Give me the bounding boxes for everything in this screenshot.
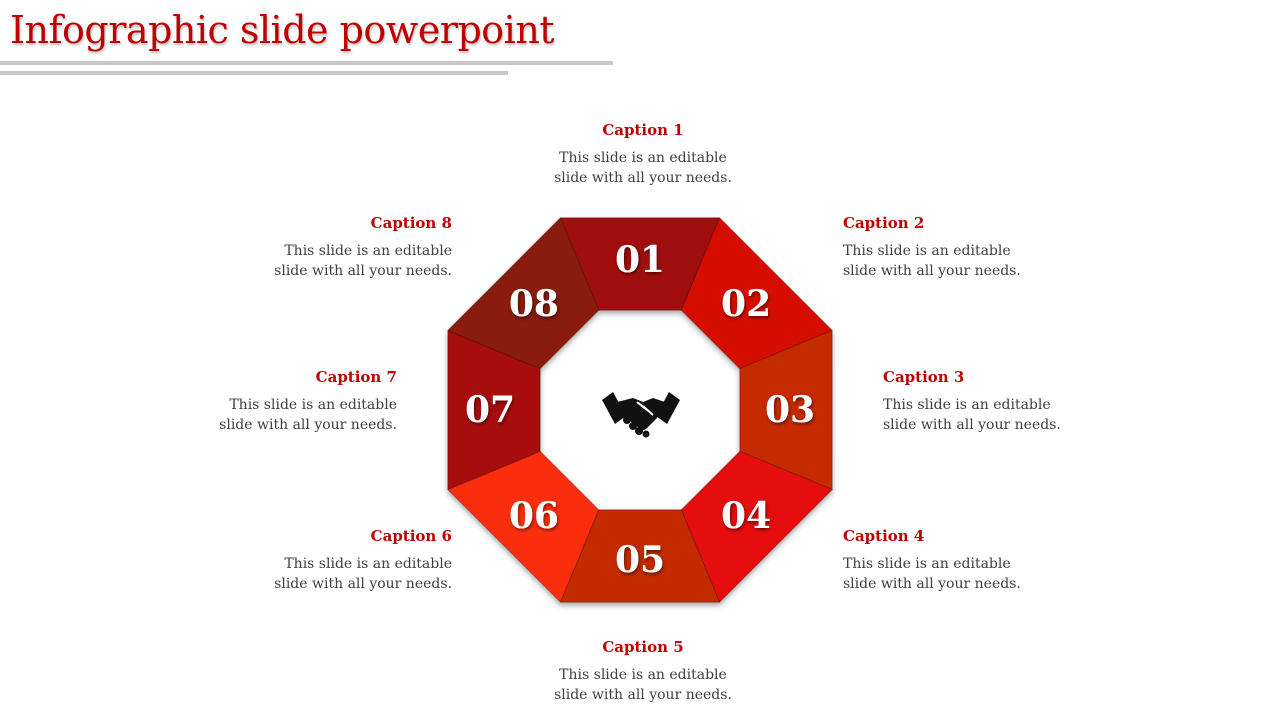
- caption-4: Caption 4 This slide is an editable slide…: [843, 526, 1063, 594]
- caption-8: Caption 8 This slide is an editable slide…: [232, 213, 452, 281]
- caption-text: slide with all your needs.: [274, 263, 452, 279]
- caption-text: slide with all your needs.: [843, 576, 1021, 592]
- caption-title: Caption 8: [370, 214, 452, 232]
- caption-text: This slide is an editable: [229, 397, 397, 413]
- caption-text: slide with all your needs.: [883, 417, 1061, 433]
- caption-text: This slide is an editable: [559, 150, 727, 166]
- segment-number-01: 01: [615, 239, 665, 281]
- caption-title: Caption 4: [843, 527, 925, 545]
- caption-title: Caption 2: [843, 214, 925, 232]
- caption-1: Caption 1 This slide is an editable slide…: [533, 120, 753, 188]
- caption-text: This slide is an editable: [883, 397, 1051, 413]
- segment-number-03: 03: [765, 389, 815, 431]
- caption-text: This slide is an editable: [284, 556, 452, 572]
- segment-number-02: 02: [721, 283, 771, 325]
- caption-text: This slide is an editable: [843, 243, 1011, 259]
- segment-number-04: 04: [721, 495, 771, 537]
- caption-title: Caption 1: [602, 121, 684, 139]
- caption-6: Caption 6 This slide is an editable slide…: [232, 526, 452, 594]
- caption-text: slide with all your needs.: [554, 170, 732, 186]
- caption-text: slide with all your needs.: [843, 263, 1021, 279]
- title-underline-short: [0, 71, 508, 75]
- segment-number-05: 05: [615, 539, 665, 581]
- caption-7: Caption 7 This slide is an editable slide…: [177, 367, 397, 435]
- caption-text: This slide is an editable: [559, 667, 727, 683]
- segment-number-06: 06: [509, 495, 559, 537]
- segment-08: [447, 217, 600, 370]
- caption-2: Caption 2 This slide is an editable slide…: [843, 213, 1063, 281]
- caption-title: Caption 7: [315, 368, 397, 386]
- caption-text: This slide is an editable: [843, 556, 1011, 572]
- caption-3: Caption 3 This slide is an editable slide…: [883, 367, 1103, 435]
- handshake-icon: [602, 392, 680, 438]
- caption-title: Caption 3: [883, 368, 965, 386]
- caption-text: slide with all your needs.: [219, 417, 397, 433]
- caption-title: Caption 6: [370, 527, 452, 545]
- caption-5: Caption 5 This slide is an editable slide…: [533, 637, 753, 705]
- caption-text: slide with all your needs.: [274, 576, 452, 592]
- segment-number-07: 07: [465, 389, 515, 431]
- segment-number-08: 08: [509, 283, 559, 325]
- caption-text: slide with all your needs.: [554, 687, 732, 703]
- caption-title: Caption 5: [602, 638, 684, 656]
- title-underline-long: [0, 61, 613, 65]
- slide-title: Infographic slide powerpoint: [10, 8, 555, 52]
- caption-text: This slide is an editable: [284, 243, 452, 259]
